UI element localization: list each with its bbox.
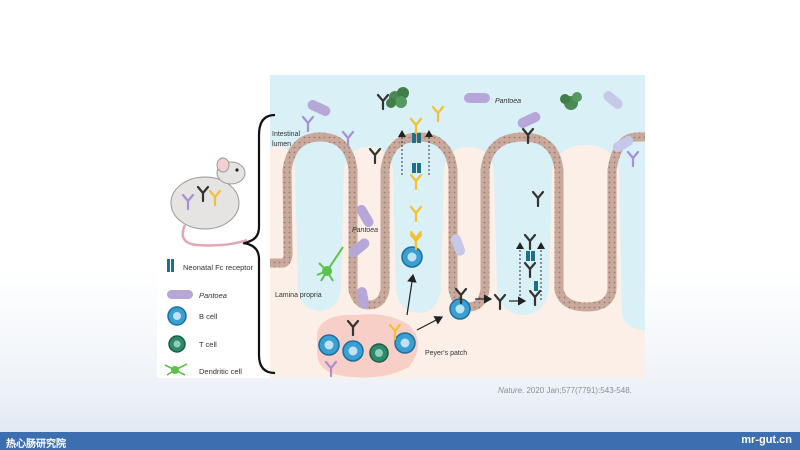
pantoea-label-villus: Pantoea xyxy=(352,227,378,234)
diagram-panel: Pantoea Pantoea Intestinal lumen Lamina … xyxy=(157,75,645,378)
bacterium-icon xyxy=(464,93,490,103)
legend-label: Pantoea xyxy=(199,291,227,300)
pantoea-label-top: Pantoea xyxy=(495,98,521,105)
bacterium-icon xyxy=(348,238,370,258)
citation-journal: Nature xyxy=(498,386,523,395)
peyers-patch: Peyer's patch xyxy=(317,314,467,378)
bacterium-icon xyxy=(450,234,466,256)
legend-label: Dendritic cell xyxy=(199,367,242,376)
footer-bar: 热心肠研究院 mr-gut.cn xyxy=(0,432,800,450)
legend-label: B cell xyxy=(199,312,218,321)
intestinal-lumen-region xyxy=(270,75,645,330)
transcytosis-right xyxy=(516,233,545,307)
intestinal-lumen-label-1: Intestinal xyxy=(272,131,300,138)
footer-brand: 热心肠研究院 xyxy=(6,439,66,450)
microbe-cluster-icon xyxy=(560,92,582,110)
fc-receptor-icon xyxy=(412,133,416,143)
microbe-cluster-icon xyxy=(386,87,409,108)
peyers-patch-label: Peyer's patch xyxy=(425,350,467,357)
transcytosis-left xyxy=(398,117,433,248)
fc-receptor-icon xyxy=(534,281,538,291)
citation-details: . 2020 Jan;577(7791):543-548. xyxy=(522,386,632,395)
fc-receptor-icon xyxy=(526,251,530,261)
legend-label: Neonatal Fc receptor xyxy=(183,263,254,272)
fc-receptor-icon xyxy=(531,251,535,261)
bacterium-icon xyxy=(603,91,623,109)
legend-item-pantoea: Pantoea xyxy=(167,290,227,300)
bacterium-icon xyxy=(612,135,634,152)
bacterium-icon xyxy=(307,100,331,116)
bacterium-icon xyxy=(517,112,541,128)
legend-item-dendritic-cell: Dendritic cell xyxy=(164,363,242,376)
fc-receptor-icon xyxy=(412,163,416,173)
bracket xyxy=(242,113,276,375)
intestinal-lumen-label-2: lumen xyxy=(272,141,291,148)
lamina-propria-label: Lamina propria xyxy=(275,292,322,299)
legend: Neonatal Fc receptor Pantoea B cell T ce… xyxy=(164,259,254,376)
bacterium-icon xyxy=(356,287,370,309)
legend-item-t-cell: T cell xyxy=(168,335,217,353)
lumen-microbes: Pantoea Pantoea Intestinal lumen Lamina … xyxy=(272,87,634,309)
legend-item-fc-receptor: Neonatal Fc receptor xyxy=(167,259,254,272)
epithelium-texture xyxy=(270,132,645,312)
bacterium-icon xyxy=(167,290,193,299)
fc-receptor-icon xyxy=(167,259,170,272)
dendritic-cell xyxy=(316,246,344,282)
bacterium-icon xyxy=(356,204,374,228)
legend-label: T cell xyxy=(199,340,217,349)
b-cell-migration xyxy=(401,233,527,331)
fc-receptor-icon xyxy=(417,133,421,143)
legend-item-b-cell: B cell xyxy=(167,306,218,326)
fc-receptor-icon xyxy=(417,163,421,173)
diagram-svg: Pantoea Pantoea Intestinal lumen Lamina … xyxy=(164,75,645,378)
citation: Nature. 2020 Jan;577(7791):543-548. xyxy=(498,386,632,395)
mouse-illustration xyxy=(170,157,248,247)
footer-site-link[interactable]: mr-gut.cn xyxy=(741,434,792,446)
